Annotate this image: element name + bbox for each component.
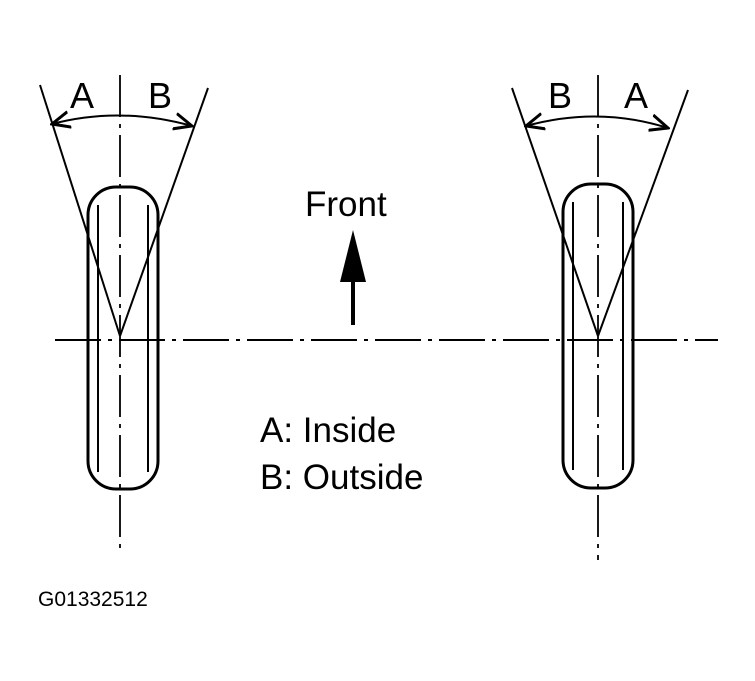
legend-a: A: Inside xyxy=(260,411,396,450)
right-angle-label-b: B xyxy=(548,75,572,116)
left-tire xyxy=(86,185,160,491)
left-wheel-group: A B xyxy=(39,75,209,555)
legend-b: B: Outside xyxy=(260,458,423,497)
front-direction: Front xyxy=(305,185,387,325)
right-angle-arc xyxy=(526,116,668,128)
front-label: Front xyxy=(305,185,387,224)
right-tire xyxy=(561,182,635,490)
left-toe-line-a xyxy=(39,84,121,337)
front-arrow-icon xyxy=(340,230,366,282)
left-angle-arc xyxy=(52,115,192,126)
left-toe-line-b xyxy=(119,87,209,337)
left-angle-label-a: A xyxy=(70,75,94,116)
right-angle-label-a: A xyxy=(624,75,648,116)
right-toe-line-b xyxy=(511,87,599,337)
left-angle-label-b: B xyxy=(148,75,172,116)
right-wheel-group: B A xyxy=(511,75,689,560)
right-toe-line-a xyxy=(597,89,689,337)
figure-code: G01332512 xyxy=(38,588,148,611)
